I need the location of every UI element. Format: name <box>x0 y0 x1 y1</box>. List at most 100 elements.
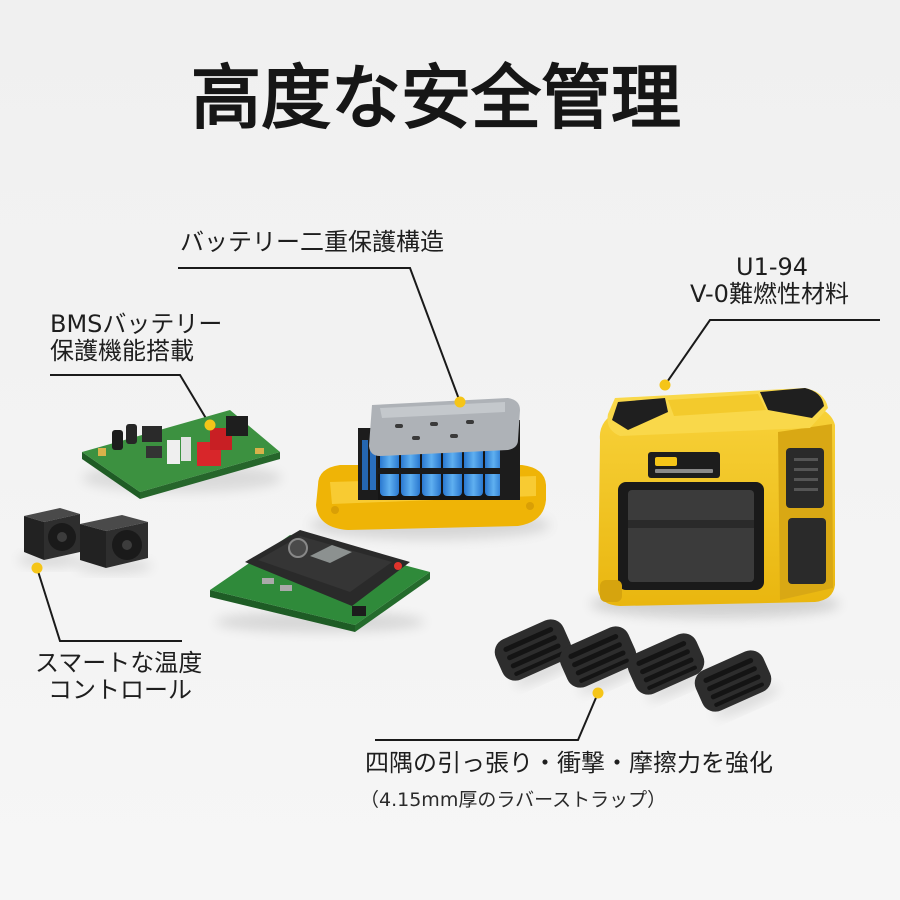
leader-lines <box>36 267 880 741</box>
battery-frame-bar <box>378 468 504 474</box>
rubber-strap <box>627 633 713 700</box>
leader-line-flame-retardant <box>664 319 880 386</box>
case-side-panel <box>788 518 826 584</box>
fan-hub <box>57 532 67 542</box>
strap-shadow <box>713 685 780 717</box>
callout-dot-flame-retardant <box>659 379 671 391</box>
callout-label-line: BMSバッテリー <box>50 310 223 338</box>
pcb-connector <box>181 437 191 461</box>
pcb-chip <box>142 426 162 442</box>
rubber-strap <box>559 626 645 693</box>
case-handle-right <box>760 388 824 418</box>
battery-side-cell <box>362 440 368 490</box>
panel-slot <box>466 420 474 424</box>
case-model-strip <box>655 469 713 473</box>
board-port <box>280 585 292 591</box>
callout-label-bms: BMSバッテリー 保護機能搭載 <box>50 311 222 365</box>
pcb-capacitor <box>112 430 123 450</box>
power-button <box>288 538 308 558</box>
fan-hub <box>122 540 132 550</box>
board-edge <box>355 572 430 632</box>
case-opening-shelf <box>628 520 754 528</box>
battery-top-highlight <box>380 402 505 418</box>
callout-label-line: コントロール <box>48 676 192 704</box>
case-handle-left <box>612 398 668 430</box>
case-corner-bumper <box>600 580 622 602</box>
strap-ridge <box>636 641 687 666</box>
page-title: 高度な安全管理 <box>191 57 681 139</box>
callout-label-line: V-0難燃性材料 <box>690 280 849 308</box>
leader-line-bms <box>50 374 211 426</box>
strap-shadow <box>578 661 645 693</box>
panel-slot <box>395 424 403 428</box>
strap-ridge <box>703 658 754 683</box>
pcb-edge-front <box>82 452 140 499</box>
battery-pack <box>310 398 550 539</box>
panel-slot <box>412 436 420 440</box>
lcd-screen <box>310 545 352 563</box>
callout-label-line: U1-94 <box>736 253 809 281</box>
strap-ridge <box>514 651 564 676</box>
strap-ridge <box>507 635 557 661</box>
tray-screw <box>526 502 534 510</box>
callout-dots <box>31 379 671 699</box>
strap-ridge <box>503 627 554 652</box>
board-edge <box>210 590 355 632</box>
strap-ridge <box>640 649 690 675</box>
callout-dot-rubber <box>592 687 604 699</box>
panel-slot <box>430 422 438 426</box>
callout-label-rubber: 四隅の引っ張り・衝撃・摩擦力を強化 <box>365 749 773 777</box>
leader-line-temperature <box>36 567 182 642</box>
case-logo-mark <box>655 457 677 466</box>
tray-screw <box>331 506 339 514</box>
pcb-capacitor <box>126 424 137 444</box>
yellow-case <box>590 388 840 618</box>
callout-label-rubber-note: （4.15mm厚のラバーストラップ） <box>360 789 667 811</box>
strap-ridge <box>579 658 629 683</box>
leader-line-battery <box>178 267 461 403</box>
pcb-edge-right <box>140 452 280 499</box>
strap-ridge <box>714 682 764 707</box>
panel-slot <box>450 434 458 438</box>
fan-body <box>80 524 106 568</box>
callout-dot-battery <box>454 396 466 408</box>
fan-shadow <box>18 554 82 566</box>
rubber-strap <box>694 650 780 717</box>
strap-ridge <box>647 665 697 690</box>
board-port <box>262 578 274 584</box>
case-opening-inner <box>628 490 754 582</box>
cooling-fan-right <box>76 515 152 572</box>
callout-label-line: スマートな温度 <box>35 649 203 677</box>
bms-circuit-board <box>82 410 282 499</box>
callout-label-battery: バッテリー二重保護構造 <box>180 228 444 256</box>
callout-label-temperature: スマートな温度 コントロール <box>35 650 202 704</box>
strap-ridge <box>575 650 626 676</box>
callout-label-line: 保護機能搭載 <box>50 337 194 365</box>
pcb-chip <box>226 416 248 436</box>
case-vent <box>794 458 818 461</box>
strap-ridge <box>572 642 622 668</box>
fan-body <box>24 516 44 560</box>
cooling-fan-left <box>18 508 82 566</box>
control-board <box>210 530 430 632</box>
callout-dot-temperature <box>31 562 43 574</box>
strap-ridge <box>710 674 761 700</box>
fan-top-face <box>24 508 80 522</box>
strap-ridge <box>643 657 694 683</box>
case-vent <box>794 488 818 491</box>
pcb-terminal <box>255 448 264 454</box>
strap-ridge <box>568 634 619 659</box>
strap-ridge <box>707 666 757 692</box>
strap-shadow <box>646 668 713 700</box>
case-vent <box>794 468 818 471</box>
pcb-connector <box>167 440 180 464</box>
case-vent <box>794 478 818 481</box>
case-top-panel <box>668 394 766 416</box>
fan-top-face <box>80 515 148 531</box>
board-chip <box>352 606 366 616</box>
callout-label-flame-retardant: U1-94 V-0難燃性材料 <box>690 254 849 308</box>
leader-line-rubber <box>375 692 599 741</box>
battery-side-cell <box>370 440 376 490</box>
